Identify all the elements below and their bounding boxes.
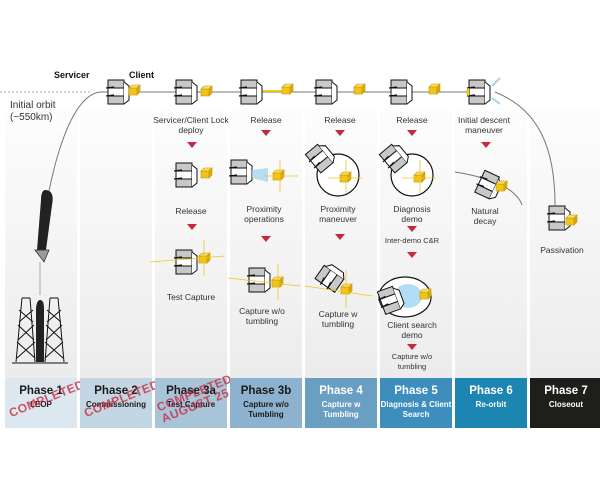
satellite-icon [173, 249, 198, 275]
initial-orbit-label: Initial orbit (~550km) [10, 100, 56, 124]
flow-arrow-icon [335, 130, 345, 136]
client-cube-icon [281, 83, 294, 95]
client-cube-icon [339, 171, 352, 183]
satellite-icon [238, 79, 263, 105]
phase-title: Phase 7 [544, 385, 588, 397]
phase-subtitle: Diagnosis & Client Search [380, 400, 452, 419]
client-cube-icon [271, 276, 284, 288]
satellite-icon [466, 79, 491, 105]
client-cube-icon [128, 84, 141, 96]
phase-subtitle: Capture w Tumbling [321, 400, 361, 419]
client-cube-icon [565, 214, 578, 226]
phase-title: Phase 5 [394, 385, 438, 397]
client-label: Client [129, 70, 155, 80]
step-capture-without-tumbling: Capture w/o tumbling [391, 352, 433, 371]
step-test-capture: Test Capture [166, 292, 216, 302]
phase-box-8: Phase 7 Closeout [530, 378, 600, 428]
step-proximity-maneuver: Proximity maneuver [319, 204, 357, 224]
phase-title: Phase 6 [469, 385, 513, 397]
phase-box-7: Phase 6 Re-orbit [455, 378, 527, 428]
step-proximity-operations: Proximity operations [244, 204, 284, 224]
client-cube-icon [272, 169, 285, 181]
launch-vehicle-icon [36, 300, 44, 362]
phase-box-3: Phase 3a Test Capture [155, 378, 227, 428]
initial-orbit-title: Initial orbit [10, 100, 56, 111]
phase-title: Phase 2 [94, 385, 138, 397]
client-cube-icon [495, 180, 508, 192]
phase-subtitle: LEOP [30, 400, 52, 409]
flow-arrow-icon [407, 130, 417, 136]
step-passivation: Passivation [540, 245, 584, 255]
phase-title: Phase 3b [240, 385, 292, 397]
launch-pad-icon [12, 297, 68, 364]
phase-title: Phase 1 [19, 385, 63, 397]
phase-box-1: Phase 1 LEOP [5, 378, 77, 428]
step-client-search-demo: Client search demo [387, 320, 437, 340]
phase-subtitle: Commissioning [85, 400, 146, 409]
phase-box-6: Phase 5 Diagnosis & Client Search [380, 378, 452, 428]
flow-arrow-icon [407, 252, 417, 258]
initial-orbit-altitude: (~550km) [10, 112, 53, 123]
step-capture-with-tumbling: Capture w tumbling [318, 309, 358, 329]
phase-box-4: Phase 3b Capture w/o Tumbling [230, 378, 302, 428]
step-lock-deploy: Servicer/Client Lock deploy [153, 115, 229, 135]
phase-subtitle: Closeout [548, 400, 584, 409]
phase-subtitle: Capture w/o Tumbling [243, 400, 289, 419]
satellite-icon [228, 159, 253, 185]
descent-trajectory [494, 91, 556, 206]
flow-arrow-icon [407, 226, 417, 232]
phase-title: Phase 4 [319, 385, 363, 397]
step-release: Release [396, 115, 428, 125]
phase-subtitle: Re-orbit [475, 400, 507, 409]
phase-subtitle: Test Capture [166, 400, 216, 409]
satellite-icon [246, 267, 271, 293]
flow-arrow-icon [407, 344, 417, 350]
step-capture-without-tumbling: Capture w/o tumbling [239, 306, 285, 326]
client-cube-icon [419, 288, 432, 300]
servicer-satellite-icon [105, 79, 130, 105]
flow-arrow-icon [335, 234, 345, 240]
flow-arrow-icon [261, 130, 271, 136]
phase-column-4 [230, 108, 302, 378]
phase-box-2: Phase 2 Commissioning [80, 378, 152, 428]
satellite-icon [173, 162, 198, 188]
phase-box-5: Phase 4 Capture w Tumbling [305, 378, 377, 428]
satellite-icon [388, 79, 413, 105]
flow-arrow-icon [481, 142, 491, 148]
rocket-icon [34, 190, 53, 263]
step-natural-decay: Natural decay [471, 206, 499, 226]
client-cube-icon [413, 171, 426, 183]
phase-column-3 [155, 108, 227, 378]
client-cube-icon [353, 83, 366, 95]
step-release: Release [250, 115, 282, 125]
satellite-icon [173, 79, 198, 105]
client-cube-icon [200, 85, 213, 97]
phase-column-7 [455, 108, 527, 378]
client-cube-icon [428, 83, 441, 95]
step-inter-demo-c-and-r: Inter-demo C&R [384, 236, 440, 245]
step-release: Release [175, 206, 207, 216]
step-release: Release [324, 115, 356, 125]
phase-title: Phase 3a [166, 385, 216, 397]
satellite-icon [313, 79, 338, 105]
step-diagnosis-demo: Diagnosis demo [393, 204, 431, 224]
flow-arrow-icon [187, 224, 197, 230]
step-initial-descent-maneuver: Initial descent maneuver [458, 115, 510, 135]
flow-arrow-icon [261, 236, 271, 242]
flow-arrow-icon [187, 142, 197, 148]
phase-column-2 [80, 108, 152, 378]
client-cube-icon [200, 167, 213, 179]
servicer-label: Servicer [54, 70, 90, 80]
phase-column-8 [530, 108, 600, 378]
